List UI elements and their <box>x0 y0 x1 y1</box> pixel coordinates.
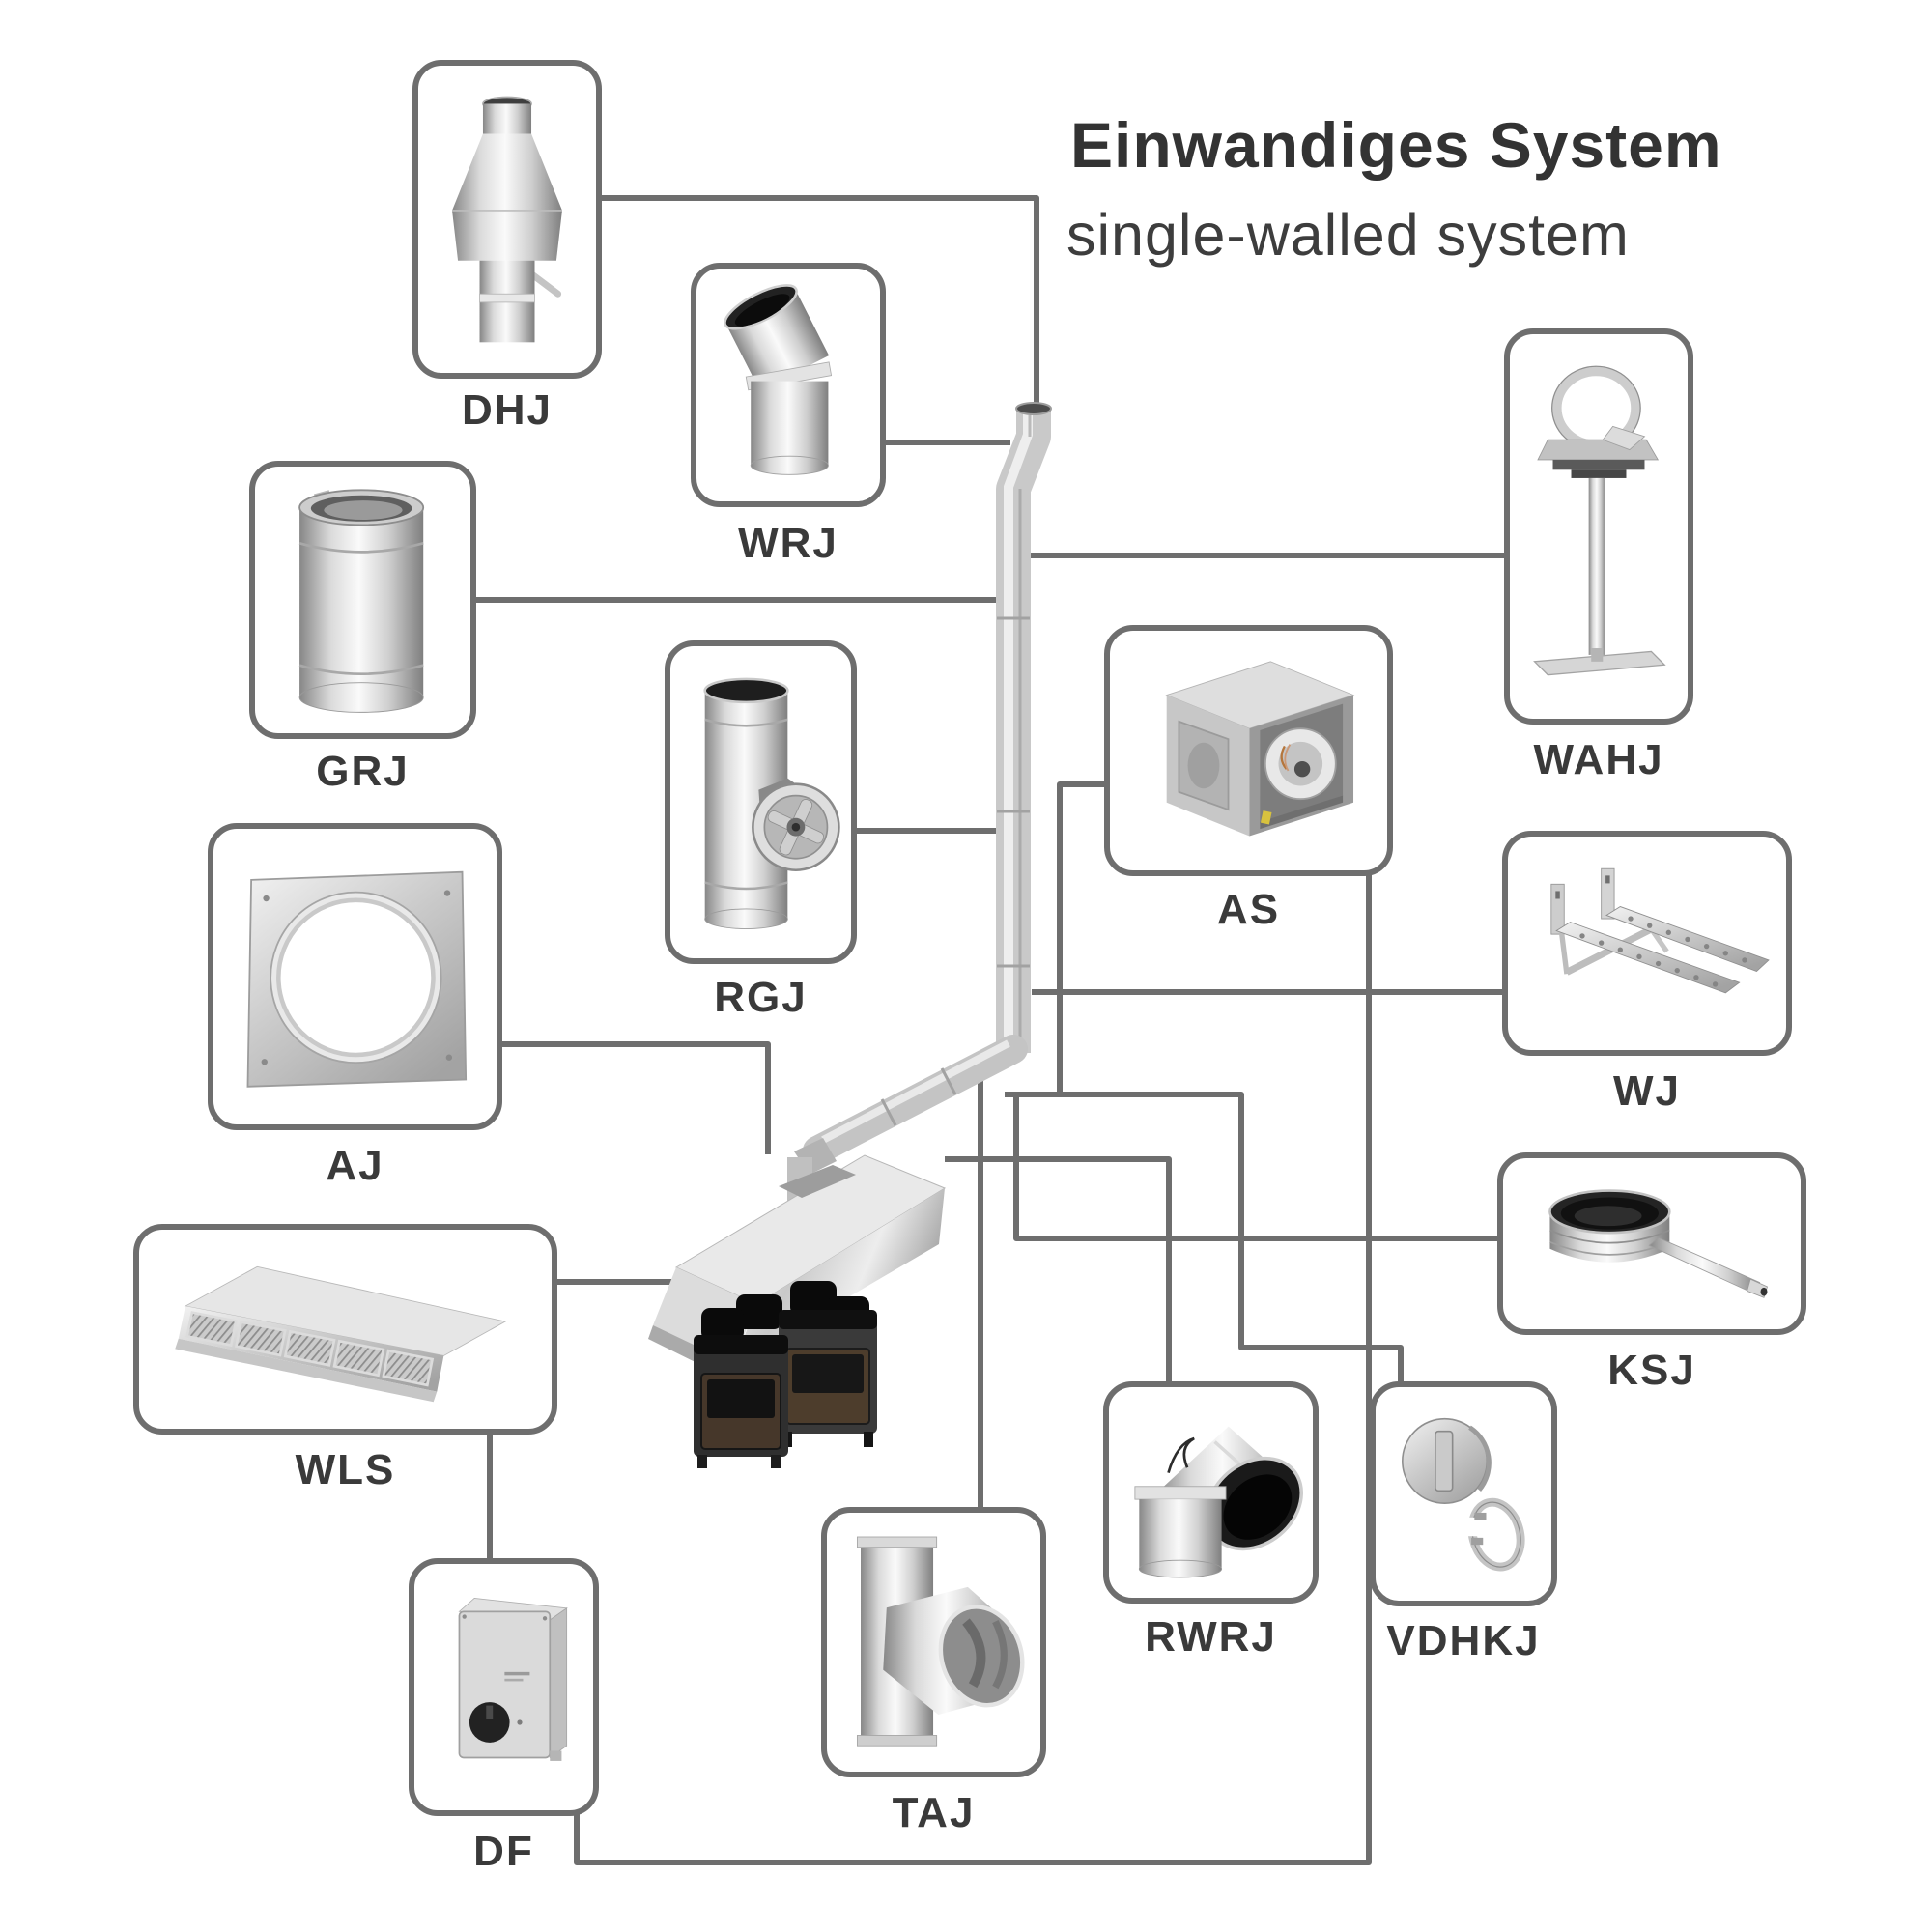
component-label-wls: WLS <box>295 1446 396 1493</box>
component-label-rgj: RGJ <box>714 974 808 1021</box>
connector-df-as <box>574 874 1372 1865</box>
component-card-wrj <box>691 263 886 507</box>
component-card-wj <box>1502 831 1792 1056</box>
connector-as-left <box>1057 781 1106 1094</box>
backdraft-damper-icon <box>1402 1417 1525 1572</box>
component-label-dhj: DHJ <box>461 386 554 434</box>
component-card-ksj <box>1497 1152 1806 1335</box>
component-card-rwrj <box>1103 1381 1319 1604</box>
connector-vdhkj <box>1005 1092 1404 1383</box>
chimney-riser-pipe <box>787 402 1052 1209</box>
component-label-aj: AJ <box>326 1142 384 1189</box>
box-fan-unit-icon <box>1165 661 1355 837</box>
wall-support-stand-icon <box>1533 365 1666 676</box>
connector-rwrj <box>945 1156 1172 1383</box>
elbow-90-degree-icon <box>1134 1426 1303 1578</box>
component-card-df <box>409 1558 599 1816</box>
component-card-wls <box>133 1224 557 1435</box>
cooking-ranges <box>694 1281 877 1468</box>
page-title: Einwandiges System <box>1070 109 1722 181</box>
wall-canopy-hood-icon <box>175 1265 507 1403</box>
component-label-rwrj: RWRJ <box>1145 1613 1277 1661</box>
connector-dhj <box>599 195 1039 411</box>
tee-with-inspection-door-icon <box>703 677 840 929</box>
component-card-rgj <box>665 640 857 964</box>
component-card-vdhkj <box>1370 1381 1557 1606</box>
condensate-drain-cap-icon <box>1548 1189 1769 1298</box>
component-label-wj: WJ <box>1613 1067 1681 1115</box>
component-card-aj <box>208 823 502 1130</box>
component-label-as: AS <box>1216 886 1281 933</box>
component-card-grj <box>249 461 476 739</box>
connector-network <box>473 195 1507 1865</box>
component-card-wahj <box>1504 328 1693 724</box>
connector-ksj <box>1013 1096 1499 1241</box>
page-subtitle: single-walled system <box>1066 202 1630 268</box>
wall-bracket-pair-icon <box>1550 867 1770 994</box>
connector-aj <box>500 1041 771 1154</box>
straight-pipe-length-icon <box>298 489 425 713</box>
component-card-dhj <box>412 60 602 379</box>
component-label-grj: GRJ <box>316 748 410 795</box>
chimney-jet-cowl-icon <box>452 96 562 343</box>
square-wall-plate-icon <box>246 870 468 1088</box>
component-label-df: DF <box>473 1828 534 1875</box>
tee-pipe-icon <box>856 1536 1025 1747</box>
component-label-wrj: WRJ <box>738 520 838 567</box>
component-card-as <box>1104 625 1393 876</box>
elbow-30-degree-icon <box>724 284 833 475</box>
component-label-taj: TAJ <box>892 1789 976 1836</box>
component-label-vdhkj: VDHKJ <box>1386 1617 1541 1664</box>
component-card-taj <box>821 1507 1046 1777</box>
component-label-ksj: KSJ <box>1607 1347 1696 1394</box>
component-label-wahj: WAHJ <box>1533 736 1664 783</box>
fan-speed-controller-icon <box>458 1597 568 1761</box>
